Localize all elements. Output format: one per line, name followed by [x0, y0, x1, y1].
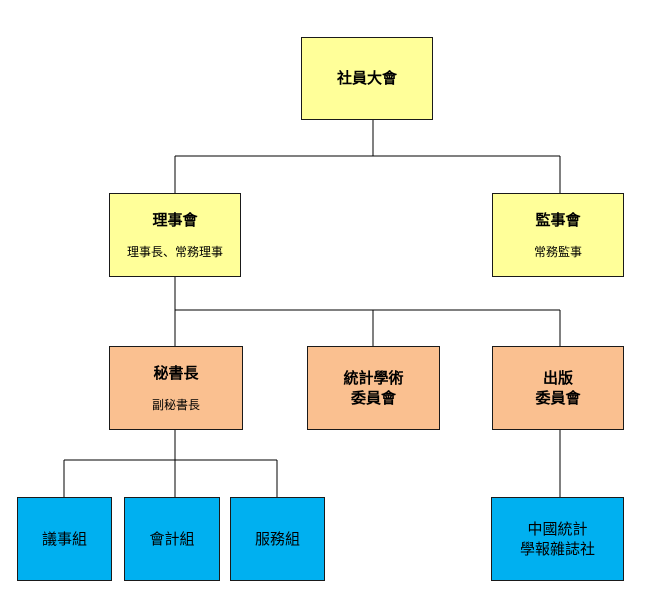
journal-office-title: 中國統計 學報雜誌社 [519, 519, 595, 558]
publishing-committee-box: 出版 委員會 [492, 346, 624, 430]
board-title: 理事會 [152, 210, 198, 229]
proceedings-group-title: 議事組 [41, 529, 87, 548]
supervisors-subtitle: 常務監事 [533, 245, 582, 260]
board-box: 理事會 理事長、常務理事 [109, 193, 241, 277]
service-group-box: 服務組 [230, 497, 325, 581]
secretary-general-title: 秘書長 [153, 363, 199, 382]
journal-office-box: 中國統計 學報雜誌社 [491, 497, 624, 581]
secretary-general-box: 秘書長 副秘書長 [109, 346, 243, 430]
secretary-general-subtitle: 副秘書長 [151, 398, 200, 413]
supervisors-title: 監事會 [535, 210, 581, 229]
statistics-committee-box: 統計學術 委員會 [307, 346, 440, 430]
general-assembly-box: 社員大會 [301, 37, 433, 120]
supervisors-box: 監事會 常務監事 [492, 193, 624, 277]
service-group-title: 服務組 [254, 529, 300, 548]
publishing-committee-title: 出版 委員會 [535, 368, 581, 407]
general-assembly-title: 社員大會 [336, 69, 397, 88]
proceedings-group-box: 議事組 [17, 497, 112, 581]
accounting-group-box: 會計組 [124, 497, 220, 581]
accounting-group-title: 會計組 [149, 529, 195, 548]
statistics-committee-title: 統計學術 委員會 [343, 368, 404, 407]
board-subtitle: 理事長、常務理事 [126, 245, 223, 260]
